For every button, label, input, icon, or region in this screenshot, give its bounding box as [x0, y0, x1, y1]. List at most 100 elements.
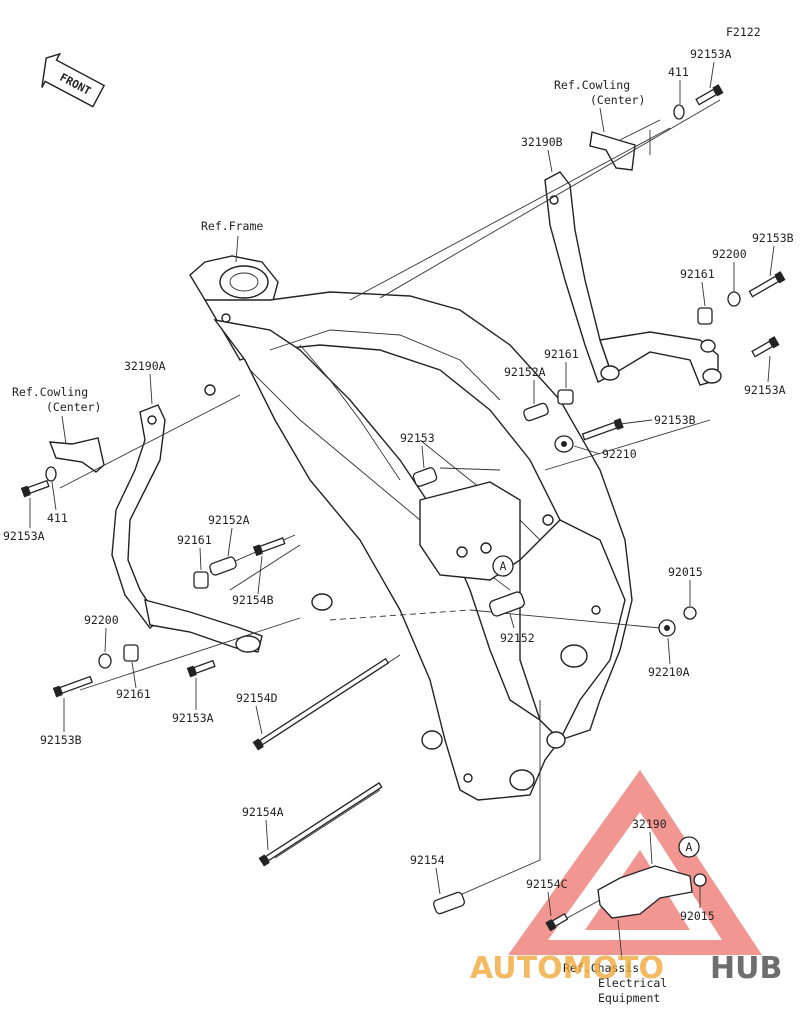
frame-rear-section — [519, 519, 626, 742]
label-92153b-mid: 92153B — [654, 413, 696, 427]
leader-92153 — [421, 445, 425, 469]
bracket-32190a-body — [111, 404, 166, 629]
washer-92200-right — [727, 291, 741, 307]
ref-cowling-left-line2: (Center) — [46, 400, 101, 414]
watermark-word-1: AUTOMOTO — [470, 951, 664, 986]
lower-mount-boss — [421, 730, 443, 750]
axis-line-5 — [59, 394, 241, 489]
nut-92210-hole — [561, 441, 567, 447]
frame-hole-5 — [463, 773, 473, 783]
collar-92161-left-b — [123, 644, 139, 662]
label-32190a: 32190A — [124, 359, 166, 373]
cowling-stay-left — [48, 437, 105, 473]
stud-92153 — [412, 467, 438, 487]
label-92154b: 92154B — [232, 593, 274, 607]
frame-top-spar — [203, 291, 633, 741]
label-92015-right: 92015 — [668, 565, 703, 579]
stud-92154 — [432, 891, 466, 915]
ref-cowling-left-line1: Ref.Cowling — [12, 385, 88, 399]
bolt-92153b-mid — [581, 418, 624, 441]
label-92154c: 92154C — [526, 877, 568, 891]
ref-chassis-line2: Electrical — [598, 976, 667, 990]
label-92210a: 92210A — [648, 665, 690, 679]
bracket-32190a-boss — [235, 635, 261, 653]
label-92154: 92154 — [410, 853, 445, 867]
label-411-left: 411 — [47, 511, 68, 525]
label-92161-right-a: 92161 — [680, 267, 715, 281]
leader-92161-left-b — [131, 661, 137, 689]
label-92200-left: 92200 — [84, 613, 119, 627]
frame-hole-4 — [591, 605, 601, 615]
leader-92210 — [573, 445, 601, 455]
washer-411-top — [673, 104, 685, 120]
collar-92161-right-b — [557, 389, 574, 405]
steering-head-bore — [219, 265, 269, 299]
spacer-92152a-right — [523, 402, 549, 422]
leader-ref-cowling-left — [61, 415, 67, 445]
ref-chassis-line3: Equipment — [598, 991, 660, 1005]
figure-id: F2122 — [726, 25, 761, 39]
label-32190b: 32190B — [521, 135, 563, 149]
leader-92152a-left — [227, 527, 233, 557]
callout-a-label-bracket: A — [686, 840, 693, 854]
label-92153a-right: 92153A — [744, 383, 786, 397]
label-92161-right-b: 92161 — [544, 347, 579, 361]
frame-hole-7 — [204, 384, 216, 396]
spacer-92152a-left — [209, 556, 237, 576]
bracket-32190a-hole — [147, 415, 157, 425]
axis-line-16 — [619, 119, 661, 141]
nut-92210a-hole — [664, 625, 670, 631]
bracket-32190b-boss-2 — [702, 368, 722, 384]
callout-a-circle-frame — [492, 555, 514, 577]
bracket-32190b-boss-3 — [700, 339, 716, 353]
callout-a-circle-bracket — [678, 836, 700, 858]
leader-92153a-right — [767, 355, 771, 383]
bolt-92154c — [545, 913, 569, 932]
leader-lines — [29, 61, 775, 961]
bolt-92153b-low — [52, 675, 93, 698]
label-92154d: 92154D — [236, 691, 278, 705]
bolt-92154a — [258, 782, 383, 867]
bracket-32190a — [111, 404, 333, 653]
frame-brace-3 — [299, 344, 401, 481]
axis-line-2 — [379, 99, 721, 299]
leader-32190 — [649, 831, 653, 865]
label-92152a-right: 92152A — [504, 365, 546, 379]
frame-down-tube — [213, 318, 561, 801]
bracket-32190b-boss — [600, 365, 620, 381]
leader-92154b — [257, 555, 263, 595]
leader-92154d — [255, 705, 263, 735]
spacer-92152 — [489, 591, 525, 617]
axis-line-1 — [349, 127, 671, 301]
leader-92154a — [265, 819, 269, 851]
nut-92015-right — [683, 606, 697, 620]
label-92154a: 92154A — [242, 805, 284, 819]
front-direction-badge: FRONT — [41, 52, 106, 108]
collar-92161-left-a — [193, 571, 209, 589]
nut-92015-low — [693, 873, 707, 887]
rear-mount-boss — [546, 731, 566, 749]
bracket-32190b — [544, 171, 722, 386]
label-92210: 92210 — [602, 447, 637, 461]
bolt-92153b-top — [748, 271, 786, 298]
assembly-lines — [59, 99, 721, 923]
label-92015-low: 92015 — [680, 909, 715, 923]
frame-brace-1 — [269, 329, 501, 401]
label-92153: 92153 — [400, 431, 435, 445]
bottom-mount-boss — [509, 769, 535, 791]
bolt-92154d — [252, 657, 390, 751]
bolt-92153a-top — [695, 84, 724, 106]
leader-92210a — [667, 637, 671, 665]
frame-hole-3 — [542, 514, 554, 526]
ref-frame-label: Ref.Frame — [201, 219, 263, 233]
leader-92153b-top — [769, 245, 775, 277]
label-32190: 32190 — [632, 817, 667, 831]
bracket-32190a-boss-2 — [311, 593, 333, 611]
leader-ref-cowling-right — [599, 107, 605, 133]
frame-hole-6 — [221, 313, 231, 323]
label-92153a-low: 92153A — [172, 711, 214, 725]
front-arrow-shape — [41, 52, 106, 108]
washer-411-left — [45, 466, 57, 482]
washer-92200-left — [98, 653, 112, 669]
